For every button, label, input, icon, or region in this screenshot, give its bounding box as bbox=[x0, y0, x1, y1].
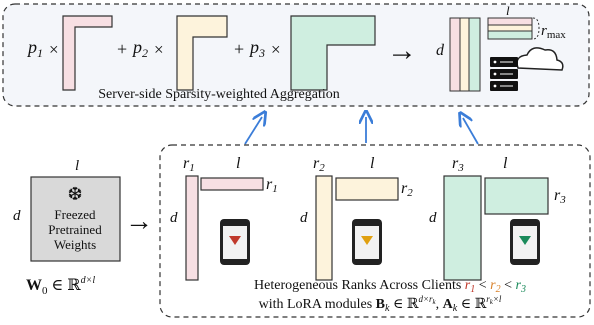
client-3-B-matrix bbox=[443, 175, 482, 281]
pretrained-line-2: Pretrained bbox=[48, 222, 102, 237]
rmax-label: rmax bbox=[541, 23, 566, 41]
client-2-rank-top: r2 bbox=[313, 155, 325, 174]
to-clients-arrow: → bbox=[125, 206, 153, 237]
server-caption: Server-side Sparsity-weighted Aggregatio… bbox=[98, 87, 340, 102]
clients-panel: r1 l d r1 r2 l d r2 bbox=[159, 144, 591, 318]
upload-arrows bbox=[244, 117, 479, 145]
client-1-dim-l: l bbox=[236, 155, 241, 172]
clients-panel-border bbox=[159, 144, 591, 318]
aggregate-arrow: → bbox=[387, 34, 417, 67]
client-3: r3 l d r3 bbox=[429, 155, 566, 281]
pretrained-formula: W0 ∈ ℝd×l bbox=[26, 275, 95, 297]
snowflake-icon: ❆ bbox=[67, 184, 82, 204]
server-panel: p1 × + p2 × + p3 × → d l bbox=[2, 3, 590, 107]
clients-caption-line-1: Heterogeneous Ranks Across Clients r1 < … bbox=[254, 278, 526, 295]
result-col-1 bbox=[449, 17, 461, 92]
server-term-3: p3 × bbox=[248, 15, 376, 91]
pretrained-matrix bbox=[30, 176, 121, 262]
client-3-phone-icon bbox=[510, 219, 540, 265]
plus-2: + bbox=[234, 39, 244, 59]
term-1-lora-shape bbox=[62, 15, 113, 91]
server-term-2: p2 × bbox=[131, 15, 228, 91]
result-row-3 bbox=[487, 30, 533, 40]
client-3-A-matrix bbox=[484, 177, 549, 215]
client-3-dim-d: d bbox=[429, 210, 437, 226]
term-1-weight: p1 bbox=[26, 37, 43, 60]
plus-1: + bbox=[117, 39, 127, 59]
result-col-3 bbox=[468, 17, 481, 92]
term-2-lora-shape bbox=[176, 15, 228, 91]
term-3-weight: p3 bbox=[248, 37, 265, 60]
server-term-1: p1 × bbox=[26, 15, 113, 91]
term-1-times: × bbox=[49, 40, 59, 59]
client-1-dim-d: d bbox=[170, 210, 178, 226]
client-2-rank-side: r2 bbox=[401, 180, 413, 199]
result-col-2 bbox=[459, 17, 470, 92]
client-1-rank-side: r1 bbox=[266, 176, 278, 195]
client-2-dim-l: l bbox=[370, 155, 375, 172]
client-3-rank-top: r3 bbox=[452, 155, 464, 174]
rmax-brace bbox=[532, 17, 540, 40]
client-1-B-matrix bbox=[185, 175, 199, 281]
client-1-phone-icon bbox=[220, 219, 250, 265]
pretrained-line-1: Freezed bbox=[54, 207, 96, 222]
pretrained-dim-d: d bbox=[13, 208, 21, 224]
upload-arrow-1 bbox=[244, 117, 262, 145]
result-dim-l: l bbox=[506, 3, 510, 18]
client-2-A-matrix bbox=[335, 177, 399, 201]
pretrained-line-3: Weights bbox=[54, 237, 96, 252]
client-1-A-matrix bbox=[200, 177, 264, 191]
upload-arrow-3 bbox=[463, 118, 479, 145]
client-3-dim-l: l bbox=[503, 155, 508, 172]
aggregated-result: d l rmax bbox=[436, 3, 566, 92]
term-2-weight: p2 bbox=[131, 37, 148, 60]
client-2-B-matrix bbox=[315, 175, 333, 281]
pretrained-dim-l: l bbox=[75, 158, 79, 174]
result-dim-d: d bbox=[436, 42, 445, 59]
term-2-times: × bbox=[154, 40, 164, 59]
clients-caption-line-2: with LoRA modules Bk ∈ ℝd×rk, Ak ∈ ℝrk×l bbox=[259, 294, 502, 314]
client-1: r1 l d r1 bbox=[170, 155, 278, 281]
client-3-rank-side: r3 bbox=[554, 187, 566, 206]
result-row-1 bbox=[487, 17, 533, 26]
term-3-lora-shape bbox=[290, 15, 376, 91]
client-1-rank-top: r1 bbox=[183, 155, 195, 174]
term-3-times: × bbox=[271, 40, 281, 59]
client-2-dim-d: d bbox=[300, 210, 308, 226]
server-cloud-icon bbox=[490, 47, 564, 91]
client-2: r2 l d r2 bbox=[300, 155, 413, 281]
pretrained-weights: l d ❆ Freezed Pretrained Weights W0 ∈ ℝd… bbox=[13, 158, 121, 297]
result-row-2 bbox=[487, 24, 533, 32]
client-2-phone-icon bbox=[352, 219, 382, 265]
